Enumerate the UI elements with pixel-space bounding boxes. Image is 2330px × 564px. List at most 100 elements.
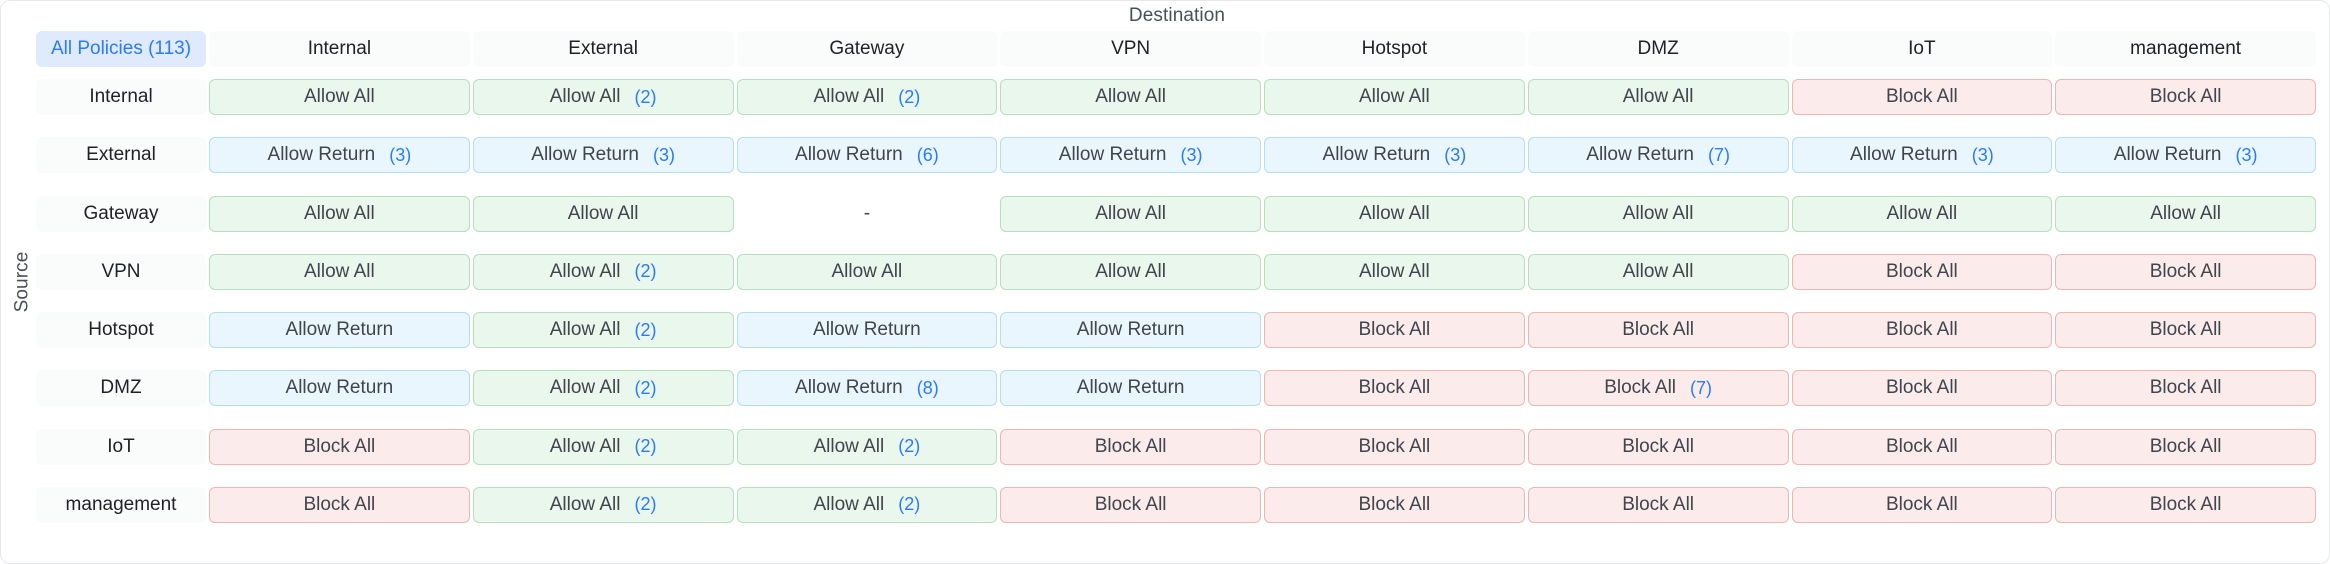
policy-cell-vpn-to-dmz[interactable]: Allow All bbox=[1527, 253, 1789, 290]
destination-header-cell[interactable]: Gateway bbox=[736, 31, 998, 67]
matrix-cell[interactable]: Block All bbox=[2055, 244, 2316, 300]
destination-header-cell[interactable]: IoT bbox=[1791, 31, 2053, 67]
source-header-management[interactable]: management bbox=[36, 486, 206, 523]
matrix-cell[interactable]: Block All bbox=[209, 419, 470, 475]
policy-cell-internal-to-external[interactable]: Allow All(2) bbox=[472, 79, 734, 116]
policy-cell-external-to-dmz[interactable]: Allow Return(7) bbox=[1527, 137, 1789, 174]
matrix-cell[interactable]: Allow Return(6) bbox=[736, 127, 998, 183]
matrix-cell[interactable]: Allow All bbox=[1000, 186, 1261, 242]
policy-cell-iot-to-gateway[interactable]: Allow All(2) bbox=[736, 428, 998, 465]
matrix-cell[interactable]: Block All bbox=[2055, 302, 2316, 358]
matrix-cell[interactable]: Allow Return bbox=[736, 302, 998, 358]
policy-cell-dmz-to-external[interactable]: Allow All(2) bbox=[472, 370, 734, 407]
matrix-cell[interactable]: Allow Return(8) bbox=[736, 360, 998, 416]
matrix-cell[interactable]: Allow All bbox=[1264, 69, 1525, 125]
matrix-cell[interactable]: Block All bbox=[1264, 419, 1525, 475]
source-header-cell[interactable]: Gateway bbox=[36, 186, 206, 242]
policy-cell-hotspot-to-iot[interactable]: Block All bbox=[1791, 312, 2053, 349]
matrix-cell[interactable]: Block All(7) bbox=[1527, 360, 1789, 416]
policy-cell-gateway-to-vpn[interactable]: Allow All bbox=[1000, 195, 1261, 232]
matrix-cell[interactable]: Allow All(2) bbox=[472, 360, 734, 416]
policy-cell-management-to-iot[interactable]: Block All bbox=[1791, 486, 2053, 523]
source-header-hotspot[interactable]: Hotspot bbox=[36, 312, 206, 349]
matrix-cell[interactable]: Allow All bbox=[1264, 244, 1525, 300]
matrix-cell[interactable]: Allow All bbox=[1791, 186, 2053, 242]
matrix-cell[interactable]: Allow Return(3) bbox=[472, 127, 734, 183]
policy-cell-iot-to-external[interactable]: Allow All(2) bbox=[472, 428, 734, 465]
matrix-cell[interactable]: Allow All(2) bbox=[736, 477, 998, 533]
matrix-cell[interactable]: Block All bbox=[2055, 419, 2316, 475]
matrix-cell[interactable]: Block All bbox=[1527, 477, 1789, 533]
matrix-cell[interactable]: Block All bbox=[1791, 419, 2053, 475]
policy-cell-gateway-to-hotspot[interactable]: Allow All bbox=[1264, 195, 1525, 232]
matrix-cell[interactable]: Allow All(2) bbox=[472, 419, 734, 475]
policy-cell-hotspot-to-vpn[interactable]: Allow Return bbox=[1000, 312, 1261, 349]
matrix-cell[interactable]: Block All bbox=[2055, 360, 2316, 416]
policy-cell-external-to-management[interactable]: Allow Return(3) bbox=[2055, 137, 2316, 174]
source-header-cell[interactable]: IoT bbox=[36, 419, 206, 475]
matrix-cell[interactable]: Allow All bbox=[1264, 186, 1525, 242]
policy-cell-management-to-external[interactable]: Allow All(2) bbox=[472, 486, 734, 523]
destination-header-cell[interactable]: VPN bbox=[1000, 31, 1261, 67]
matrix-cell[interactable]: Block All bbox=[2055, 69, 2316, 125]
source-header-cell[interactable]: VPN bbox=[36, 244, 206, 300]
policy-cell-gateway-to-dmz[interactable]: Allow All bbox=[1527, 195, 1789, 232]
policy-cell-iot-to-iot[interactable]: Block All bbox=[1791, 428, 2053, 465]
matrix-cell[interactable]: Block All bbox=[1000, 477, 1261, 533]
matrix-cell[interactable]: Allow All bbox=[1527, 69, 1789, 125]
policy-cell-internal-to-iot[interactable]: Block All bbox=[1791, 79, 2053, 116]
matrix-cell[interactable]: Allow Return(3) bbox=[209, 127, 470, 183]
policy-cell-vpn-to-hotspot[interactable]: Allow All bbox=[1264, 253, 1525, 290]
matrix-cell[interactable]: Allow Return(3) bbox=[1000, 127, 1261, 183]
destination-header-dmz[interactable]: DMZ bbox=[1527, 31, 1789, 67]
policy-cell-external-to-internal[interactable]: Allow Return(3) bbox=[209, 137, 470, 174]
matrix-cell[interactable]: Allow Return bbox=[209, 302, 470, 358]
matrix-cell[interactable]: Allow All bbox=[209, 186, 470, 242]
policy-cell-hotspot-to-external[interactable]: Allow All(2) bbox=[472, 312, 734, 349]
destination-header-gateway[interactable]: Gateway bbox=[736, 31, 998, 67]
policy-cell-dmz-to-management[interactable]: Block All bbox=[2055, 370, 2316, 407]
matrix-cell[interactable]: Block All bbox=[1791, 477, 2053, 533]
source-header-dmz[interactable]: DMZ bbox=[36, 370, 206, 407]
policy-cell-dmz-to-iot[interactable]: Block All bbox=[1791, 370, 2053, 407]
matrix-cell[interactable]: Block All bbox=[2055, 477, 2316, 533]
matrix-cell[interactable]: Block All bbox=[1791, 69, 2053, 125]
policy-cell-internal-to-gateway[interactable]: Allow All(2) bbox=[736, 79, 998, 116]
matrix-cell[interactable]: Allow Return bbox=[1000, 302, 1261, 358]
matrix-cell[interactable]: Block All bbox=[1264, 302, 1525, 358]
policy-cell-external-to-external[interactable]: Allow Return(3) bbox=[472, 137, 734, 174]
destination-header-iot[interactable]: IoT bbox=[1791, 31, 2053, 67]
policy-cell-hotspot-to-internal[interactable]: Allow Return bbox=[209, 312, 470, 349]
matrix-cell[interactable]: Allow All(2) bbox=[472, 302, 734, 358]
matrix-cell[interactable]: Block All bbox=[1791, 302, 2053, 358]
destination-header-cell[interactable]: Internal bbox=[209, 31, 470, 67]
matrix-cell[interactable]: Allow All bbox=[1527, 244, 1789, 300]
destination-header-internal[interactable]: Internal bbox=[209, 31, 470, 67]
policy-cell-external-to-iot[interactable]: Allow Return(3) bbox=[1791, 137, 2053, 174]
policy-cell-internal-to-internal[interactable]: Allow All bbox=[209, 79, 470, 116]
policy-cell-vpn-to-internal[interactable]: Allow All bbox=[209, 253, 470, 290]
source-header-cell[interactable]: External bbox=[36, 127, 206, 183]
source-header-cell[interactable]: management bbox=[36, 477, 206, 533]
matrix-cell[interactable]: Allow Return(3) bbox=[2055, 127, 2316, 183]
policy-cell-internal-to-hotspot[interactable]: Allow All bbox=[1264, 79, 1525, 116]
source-header-gateway[interactable]: Gateway bbox=[36, 195, 206, 232]
matrix-cell[interactable]: Allow All(2) bbox=[472, 244, 734, 300]
policy-cell-vpn-to-management[interactable]: Block All bbox=[2055, 253, 2316, 290]
matrix-cell[interactable]: Allow All(2) bbox=[472, 69, 734, 125]
destination-header-vpn[interactable]: VPN bbox=[1000, 31, 1261, 67]
policy-cell-management-to-internal[interactable]: Block All bbox=[209, 486, 470, 523]
matrix-cell[interactable]: Allow Return(7) bbox=[1527, 127, 1789, 183]
matrix-cell[interactable]: Block All bbox=[1264, 360, 1525, 416]
destination-header-cell[interactable]: management bbox=[2055, 31, 2316, 67]
policy-cell-hotspot-to-dmz[interactable]: Block All bbox=[1527, 312, 1789, 349]
policy-cell-vpn-to-iot[interactable]: Block All bbox=[1791, 253, 2053, 290]
matrix-cell[interactable]: Allow All bbox=[1000, 69, 1261, 125]
policy-cell-gateway-to-gateway[interactable]: - bbox=[736, 195, 998, 232]
policy-cell-internal-to-vpn[interactable]: Allow All bbox=[1000, 79, 1261, 116]
source-header-vpn[interactable]: VPN bbox=[36, 253, 206, 290]
policy-cell-iot-to-dmz[interactable]: Block All bbox=[1527, 428, 1789, 465]
destination-header-cell[interactable]: DMZ bbox=[1527, 31, 1789, 67]
policy-cell-iot-to-hotspot[interactable]: Block All bbox=[1264, 428, 1525, 465]
matrix-cell[interactable]: Allow All bbox=[1527, 186, 1789, 242]
